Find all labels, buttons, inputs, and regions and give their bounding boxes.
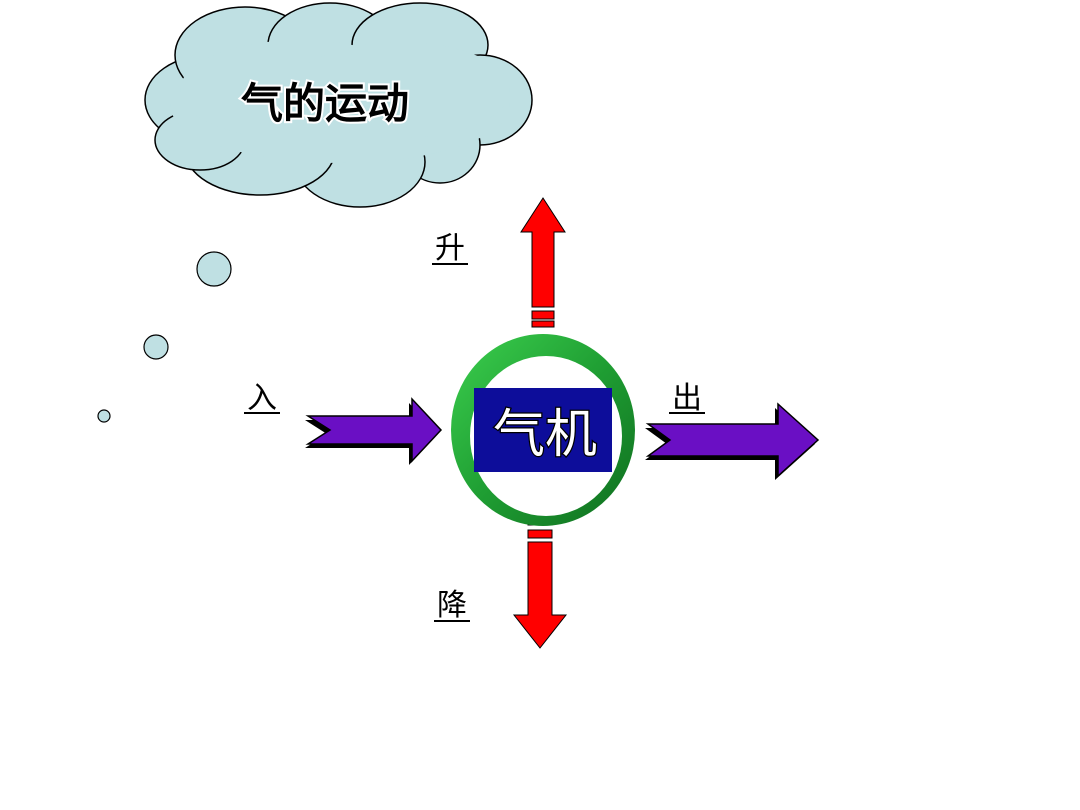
qi-center-box [474,388,612,472]
label-down: 降 [437,588,467,623]
thought-bubble-small [97,409,111,423]
thought-bubble-large [196,251,232,287]
in-arrow [305,397,443,465]
label-out: 出 [672,381,702,416]
up-arrow [520,197,566,328]
label-in: 入 [247,381,277,416]
thought-cloud [144,2,533,208]
diagram-title: 气的运动 [241,79,409,128]
label-up: 升 [435,231,465,266]
out-arrow [645,402,820,480]
thought-bubble-medium [143,334,169,360]
center-label: 气机 [493,405,597,465]
down-arrow [512,519,568,649]
